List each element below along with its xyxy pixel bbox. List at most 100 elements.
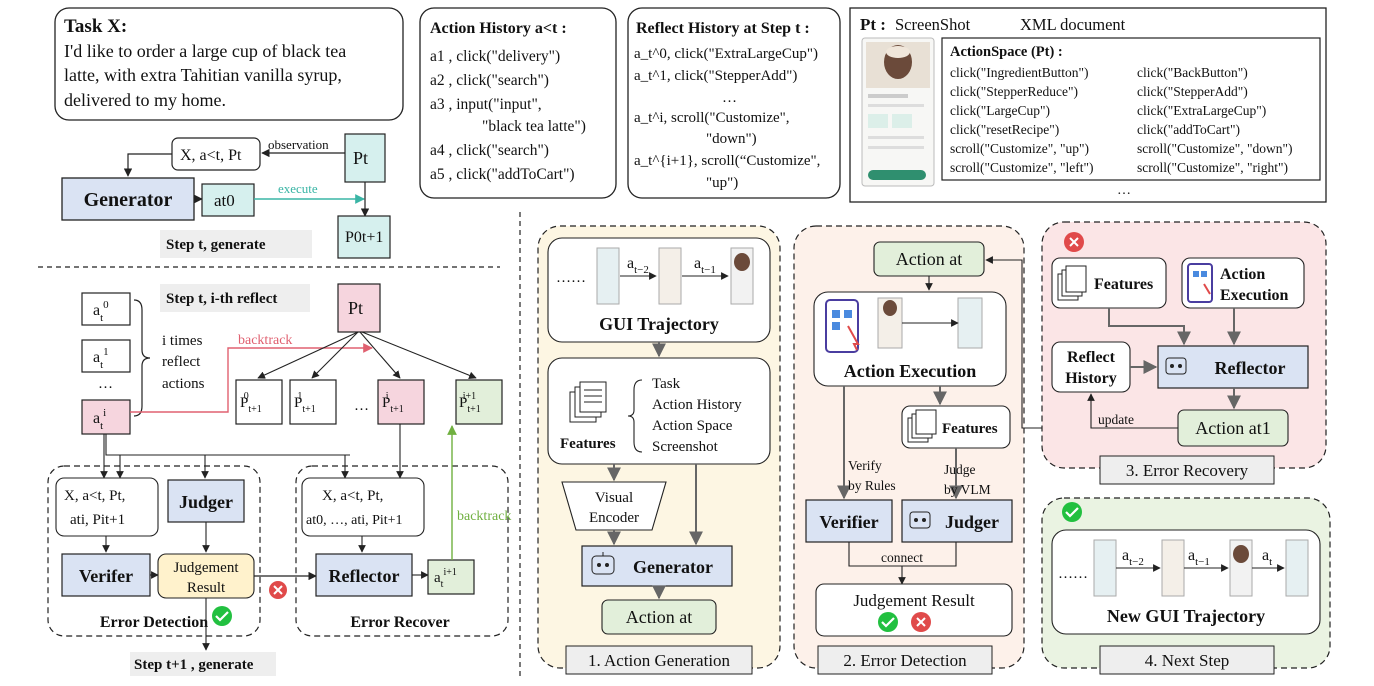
ellipsis: … <box>1117 183 1131 198</box>
feature-item: Task <box>652 376 681 392</box>
stage3-reflector: Reflector <box>1215 358 1286 378</box>
ellipsis: … <box>98 376 113 392</box>
reflect-pt-node: Pt <box>348 298 363 318</box>
xml-label: XML document <box>1020 15 1126 34</box>
update-label: update <box>1098 412 1134 427</box>
action-at1: Action at1 <box>1195 418 1270 438</box>
judge-label: Judge <box>944 462 976 477</box>
check-icon <box>215 611 229 622</box>
action-item: scroll("Customize", "left") <box>950 160 1094 175</box>
reflect-line: a_t^i, scroll("Customize", <box>634 110 790 126</box>
reflect-history-label: History <box>1065 370 1117 387</box>
next-step-label: Step t+1 , generate <box>134 657 254 673</box>
actions-label: actions <box>162 376 205 392</box>
action-history-title: Action History a<t : <box>430 20 567 37</box>
action-at: Action at <box>626 607 692 627</box>
detection-input-2: ati, Pit+1 <box>70 512 125 528</box>
check-icon <box>212 606 232 626</box>
generate-section: X, a<t, Pt Pt observation Generator at0 … <box>61 133 391 259</box>
robot-icon <box>1165 357 1187 375</box>
reflect-history-title: Reflect History at Step t : <box>636 20 810 37</box>
task-line-2: latte, with extra Tahitian vanilla syrup… <box>64 65 342 85</box>
reflector-box: Reflector <box>329 566 400 586</box>
detection-input-1: X, a<t, Pt, <box>64 488 125 504</box>
error-recover-label: Error Recover <box>350 614 449 631</box>
feature-item: Action History <box>652 397 742 413</box>
error-detection-label: Error Detection <box>100 614 208 631</box>
document-icon <box>569 381 607 423</box>
reflect-line: a_t^0, click("ExtraLargeCup") <box>634 46 818 62</box>
ellipsis: …… <box>556 270 586 286</box>
verify-label: Verify <box>848 458 882 473</box>
step-generate-label: Step t, generate <box>166 237 266 253</box>
pipeline-generator: Generator <box>633 557 713 577</box>
action-item: click("IngredientButton") <box>950 65 1088 80</box>
judgement-result-label: Judgement Result <box>853 591 975 610</box>
task-line-1: I'd like to order a large cup of black t… <box>64 41 346 61</box>
stage-2-label: 2. Error Detection <box>843 651 967 670</box>
action-item: click("StepperReduce") <box>950 84 1078 99</box>
feature-item: Screenshot <box>652 439 719 455</box>
backtrack-label-2: backtrack <box>457 509 511 524</box>
action-execution-label: Action Execution <box>844 361 977 381</box>
reflect-word-label: reflect <box>162 354 201 370</box>
ati-action: ati <box>93 407 106 432</box>
action-item: click("ExtraLargeCup") <box>1137 103 1266 118</box>
document-icon <box>907 409 937 443</box>
stage-3-panel: Features Action Execution Reflect Histor… <box>1041 221 1327 485</box>
check-icon <box>1062 502 1082 522</box>
action-history-box: Action History a<t : a1 , click("deliver… <box>419 7 617 199</box>
pt-title: Pt : <box>860 15 886 34</box>
verify-label: by Rules <box>848 478 896 493</box>
generator-box: Generator <box>84 189 173 211</box>
history-line: "black tea latte") <box>482 118 586 135</box>
pt-panel: Pt : ScreenShot XML document ActionSpace… <box>849 7 1327 203</box>
stage2-action: Action at <box>896 249 962 269</box>
visual-encoder <box>561 481 667 531</box>
verifier-box: Verifer <box>79 566 133 586</box>
action-item: scroll("Customize", "down") <box>1137 141 1293 156</box>
action-item: scroll("Customize", "right") <box>1137 160 1288 175</box>
check-icon <box>878 612 898 632</box>
phone-action-icon <box>1187 263 1213 303</box>
visual-encoder-label: Encoder <box>589 510 639 526</box>
reflect-line: … <box>722 90 737 106</box>
stage2-verifier: Verifier <box>819 512 878 532</box>
pt1-node: P0t+1 <box>345 229 383 246</box>
connect-label: connect <box>881 550 923 565</box>
history-line: a2 , click("search") <box>430 72 549 89</box>
step-reflect-label: Step t, i-th reflect <box>166 291 277 307</box>
task-box: Task X: I'd like to order a large cup of… <box>54 7 404 121</box>
stage-3-label: 3. Error Recovery <box>1126 461 1249 480</box>
action-item: scroll("Customize", "up") <box>950 141 1089 156</box>
error-detection-box: X, a<t, Pt, ati, Pit+1 Judger Verifer Ju… <box>47 465 276 676</box>
brace <box>133 299 151 417</box>
task-title: Task X: <box>64 16 127 37</box>
stage-4-panel: …… at−2 at−1 at New GUI Trajectory 4. Ne… <box>1041 497 1331 675</box>
reflect-section: Step t, i-th reflect Pt at0 at1 … ati i … <box>81 283 503 479</box>
error-recover-box: X, a<t, Pt, at0, …, ati, Pit+1 Reflector… <box>295 465 509 637</box>
judge-label: by VLM <box>944 482 991 497</box>
action-exec-label: Action <box>1220 266 1265 283</box>
history-line: a1 , click("delivery") <box>430 48 560 65</box>
recover-input-1: X, a<t, Pt, <box>322 488 383 504</box>
screenshot-label: ScreenShot <box>895 15 971 34</box>
action-item: click("BackButton") <box>1137 65 1248 80</box>
history-line: a3 , input("input", <box>430 96 542 113</box>
reflect-line: "down") <box>706 131 757 147</box>
pt-node: Pt <box>353 148 368 168</box>
robot-icon <box>591 552 615 575</box>
action-item: click("StepperAdd") <box>1137 84 1248 99</box>
history-line: a5 , click("addToCart") <box>430 166 575 183</box>
robot-icon <box>909 511 931 529</box>
at0-node: at0 <box>214 191 235 210</box>
action-item: click("resetRecipe") <box>950 122 1059 137</box>
reflect-line: "up") <box>706 175 738 191</box>
stage-4-label: 4. Next Step <box>1145 651 1230 670</box>
feature-item: Action Space <box>652 418 733 434</box>
judgement-label-1: Judgement <box>174 560 240 576</box>
observation-input: X, a<t, Pt <box>180 147 242 164</box>
backtrack-label: backtrack <box>238 333 292 348</box>
observation-label: observation <box>268 137 329 152</box>
